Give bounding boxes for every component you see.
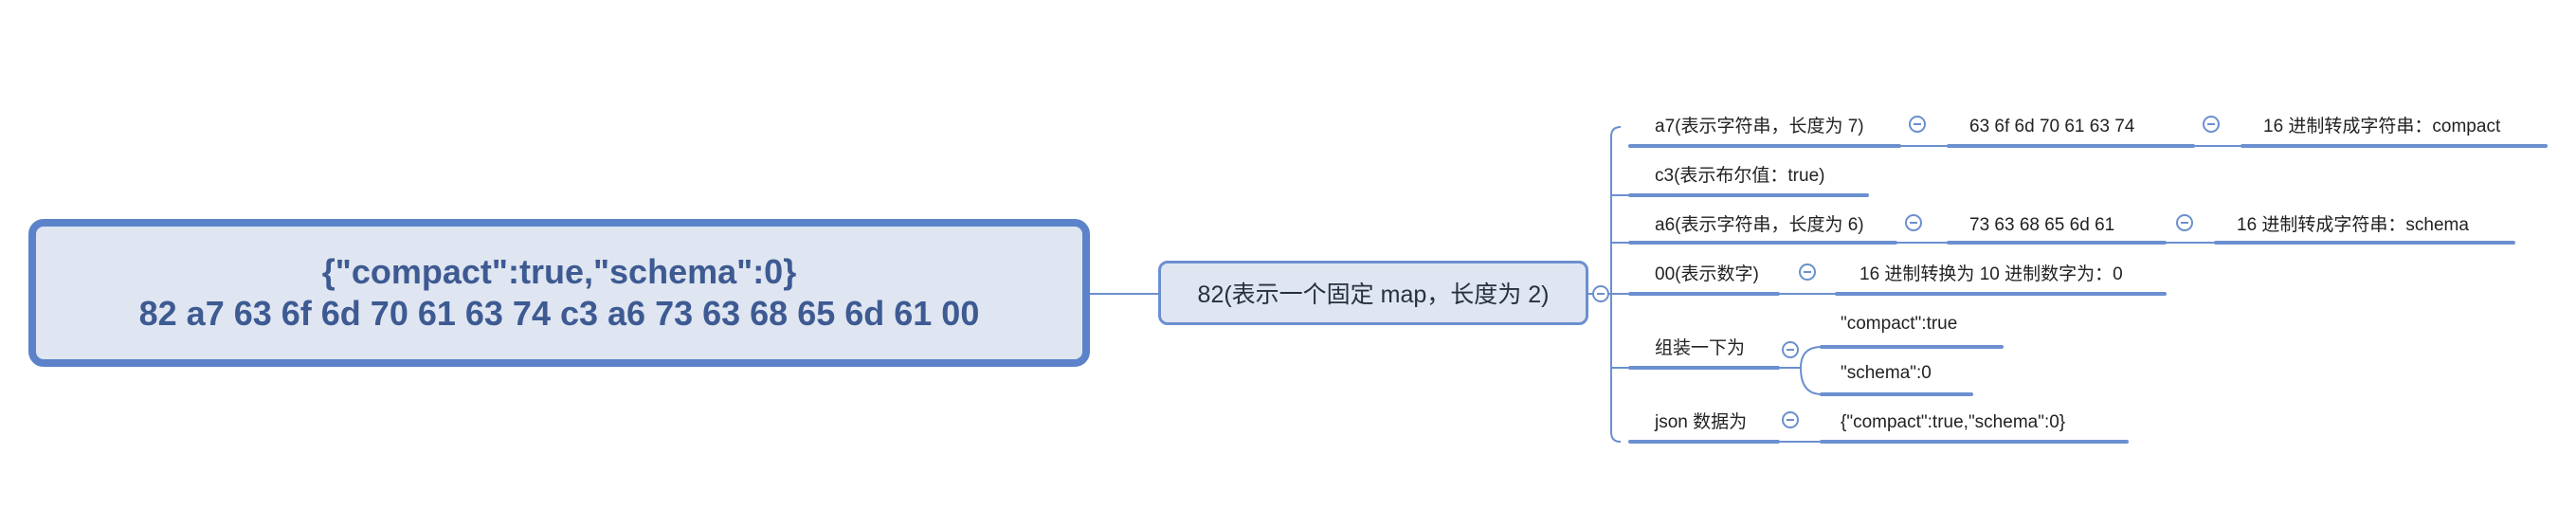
map-branch-node[interactable]: 82(表示一个固定 map，长度为 2) <box>1158 261 1588 325</box>
collapse-icon[interactable] <box>1782 341 1799 358</box>
collapse-icon[interactable] <box>1782 411 1799 428</box>
node-00-decoded[interactable]: 16 进制转换为 10 进制数字为：0 <box>1859 264 2123 284</box>
node-a6-hex[interactable]: 73 63 68 65 6d 61 <box>1969 215 2115 235</box>
collapse-icon[interactable] <box>2203 116 2220 133</box>
root-hex-line: 82 a7 63 6f 6d 70 61 63 74 c3 a6 73 63 6… <box>138 294 980 333</box>
node-c3[interactable]: c3(表示布尔值：true) <box>1655 166 1825 186</box>
node-json[interactable]: json 数据为 <box>1655 412 1748 432</box>
collapse-icon[interactable] <box>1799 264 1816 281</box>
node-a7[interactable]: a7(表示字符串，长度为 7) <box>1655 117 1864 136</box>
node-00[interactable]: 00(表示数字) <box>1655 264 1759 284</box>
node-a7-hex[interactable]: 63 6f 6d 70 61 63 74 <box>1969 117 2135 136</box>
collapse-icon[interactable] <box>2176 214 2193 231</box>
node-a6[interactable]: a6(表示字符串，长度为 6) <box>1655 215 1864 235</box>
node-assemble-item-compact[interactable]: "compact":true <box>1841 314 1958 334</box>
node-assemble-item-schema[interactable]: "schema":0 <box>1841 363 1932 383</box>
root-node[interactable]: {"compact":true,"schema":0} 82 a7 63 6f … <box>28 219 1090 367</box>
map-branch-label: 82(表示一个固定 map，长度为 2) <box>1197 282 1550 308</box>
node-a6-decoded[interactable]: 16 进制转成字符串：schema <box>2237 215 2469 235</box>
node-a7-decoded[interactable]: 16 进制转成字符串：compact <box>2263 117 2501 136</box>
root-json-line: {"compact":true,"schema":0} <box>321 252 797 291</box>
node-json-value[interactable]: {"compact":true,"schema":0} <box>1841 412 2066 432</box>
node-assemble[interactable]: 组装一下为 <box>1655 338 1746 358</box>
collapse-icon[interactable] <box>1905 214 1922 231</box>
collapse-icon[interactable] <box>1592 285 1609 302</box>
collapse-icon[interactable] <box>1909 116 1926 133</box>
